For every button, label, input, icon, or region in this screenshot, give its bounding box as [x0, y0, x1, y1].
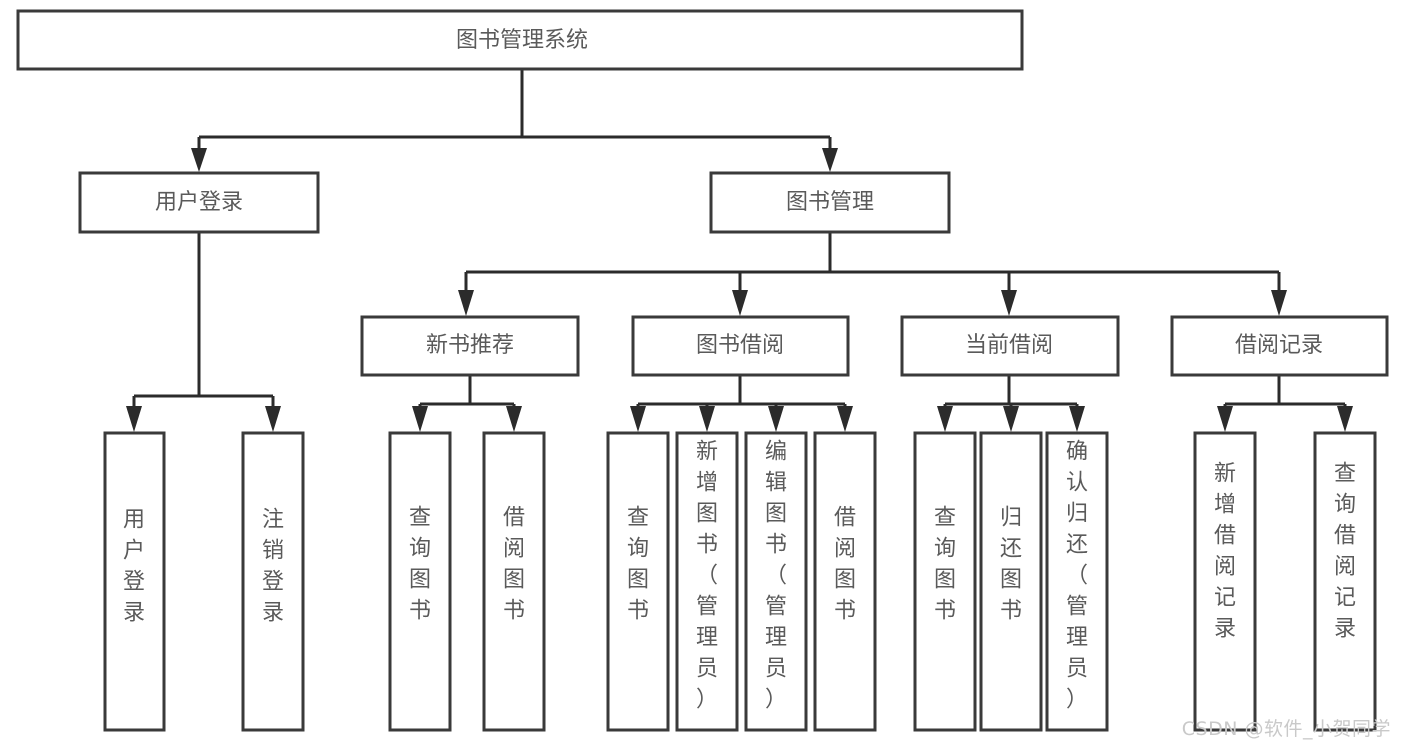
arrow-to-userlogin-icon [191, 148, 207, 172]
leaf-book-borrow-2-label: 新增图书（管理员） [696, 440, 718, 713]
node-new-book-recommend-box[interactable] [360, 315, 580, 377]
node-borrow-record-label: 借阅记录 [1235, 333, 1323, 358]
leaf-user-login-2-label: 注销登录 [262, 508, 284, 626]
arrow-to-bookborrow-icon [732, 290, 748, 316]
leaf-current-borrow-3-label: 确认归还（管理员） [1066, 440, 1088, 713]
leaf-book-borrow-2[interactable]: 新增图书（管理员） [675, 431, 739, 732]
arrow-borrowrecord-leaf2-icon [1337, 406, 1353, 432]
leaf-current-borrow-3[interactable]: 确认归还（管理员） [1045, 431, 1109, 732]
node-new-book-recommend-label: 新书推荐 [426, 333, 514, 358]
node-borrow-record-box[interactable] [1170, 315, 1389, 377]
leaf-new-book-2-box[interactable] [482, 431, 546, 732]
leaf-book-borrow-3-box[interactable] [744, 431, 808, 732]
node-current-borrow-box[interactable] [900, 315, 1120, 377]
leaf-book-borrow-4-label: 借阅图书 [834, 506, 856, 624]
node-book-management-box[interactable] [709, 171, 951, 234]
leaf-current-borrow-1-box[interactable] [913, 431, 977, 732]
leaf-book-borrow-1-label: 查询图书 [627, 506, 649, 624]
leaf-borrow-record-2-label: 查询借阅记录 [1334, 462, 1356, 642]
node-new-book-recommend[interactable]: 新书推荐 [360, 315, 580, 377]
leaf-new-book-1-box[interactable] [388, 431, 452, 732]
leaf-current-borrow-2-box[interactable] [979, 431, 1043, 732]
node-user-login-label: 用户登录 [155, 190, 243, 215]
arrow-bookborrow-leaf3-icon [768, 406, 784, 432]
node-root-box[interactable] [16, 9, 1024, 71]
arrow-bookborrow-leaf4-icon [837, 406, 853, 432]
leaf-borrow-record-1-box[interactable] [1193, 431, 1257, 732]
leaf-new-book-2-label: 借阅图书 [503, 506, 525, 624]
leaf-book-borrow-4-box[interactable] [813, 431, 877, 732]
node-book-borrow-label: 图书借阅 [696, 333, 784, 358]
leaf-book-borrow-1[interactable]: 查询图书 [606, 431, 670, 732]
node-borrow-record[interactable]: 借阅记录 [1170, 315, 1389, 377]
node-user-login-box[interactable] [78, 171, 320, 234]
leaf-user-login-1-box[interactable] [103, 431, 166, 732]
arrow-to-borrowrecord-icon [1271, 290, 1287, 316]
node-book-management[interactable]: 图书管理 [709, 171, 951, 234]
arrow-bookborrow-leaf2-icon [699, 406, 715, 432]
arrow-newbook-leaf1-icon [412, 406, 428, 432]
node-current-borrow-label: 当前借阅 [965, 333, 1053, 358]
node-book-borrow[interactable]: 图书借阅 [631, 315, 850, 377]
node-root-label: 图书管理系统 [456, 28, 588, 53]
leaf-current-borrow-3-box[interactable] [1045, 431, 1109, 732]
leaf-user-login-2[interactable]: 注销登录 [241, 431, 305, 732]
leaf-borrow-record-1[interactable]: 新增借阅记录 [1193, 431, 1257, 732]
leaf-new-book-2[interactable]: 借阅图书 [482, 431, 546, 732]
node-current-borrow[interactable]: 当前借阅 [900, 315, 1120, 377]
arrow-newbook-leaf2-icon [506, 406, 522, 432]
leaf-borrow-record-2-box[interactable] [1313, 431, 1377, 732]
leaf-borrow-record-2[interactable]: 查询借阅记录 [1313, 431, 1377, 732]
arrow-to-currentborrow-icon [1001, 290, 1017, 316]
leaf-current-borrow-2[interactable]: 归还图书 [979, 431, 1043, 732]
arrow-to-newbook-icon [458, 290, 474, 316]
leaf-new-book-1-label: 查询图书 [409, 506, 431, 624]
watermark-credit: CSDN @软件_小贺同学 [1181, 718, 1391, 740]
arrow-currentborrow-leaf1-icon [937, 406, 953, 432]
node-book-management-label: 图书管理 [786, 190, 874, 215]
node-user-login[interactable]: 用户登录 [78, 171, 320, 234]
leaf-current-borrow-2-label: 归还图书 [1000, 506, 1022, 624]
leaf-user-login-1-label: 用户登录 [123, 508, 145, 626]
arrow-bookborrow-leaf1-icon [630, 406, 646, 432]
leaf-new-book-1[interactable]: 查询图书 [388, 431, 452, 732]
arrow-to-bookmgmt-icon [822, 148, 838, 172]
node-root[interactable]: 图书管理系统 [16, 9, 1024, 71]
leaf-borrow-record-1-label: 新增借阅记录 [1214, 462, 1236, 642]
arrow-borrowrecord-leaf1-icon [1217, 406, 1233, 432]
arrow-currentborrow-leaf2-icon [1003, 406, 1019, 432]
arrow-userlogin-leaf2-icon [265, 406, 281, 432]
leaf-current-borrow-1[interactable]: 查询图书 [913, 431, 977, 732]
arrow-userlogin-leaf1-icon [126, 406, 142, 432]
leaf-user-login-2-box[interactable] [241, 431, 305, 732]
leaf-book-borrow-3-label: 编辑图书（管理员） [765, 440, 787, 713]
leaf-book-borrow-1-box[interactable] [606, 431, 670, 732]
leaf-book-borrow-2-box[interactable] [675, 431, 739, 732]
leaf-book-borrow-4[interactable]: 借阅图书 [813, 431, 877, 732]
node-book-borrow-box[interactable] [631, 315, 850, 377]
leaf-current-borrow-1-label: 查询图书 [934, 506, 956, 624]
leaf-user-login-1[interactable]: 用户登录 [103, 431, 166, 732]
leaf-book-borrow-3[interactable]: 编辑图书（管理员） [744, 431, 808, 732]
arrow-currentborrow-leaf3-icon [1069, 406, 1085, 432]
connector-layer [126, 69, 1353, 432]
